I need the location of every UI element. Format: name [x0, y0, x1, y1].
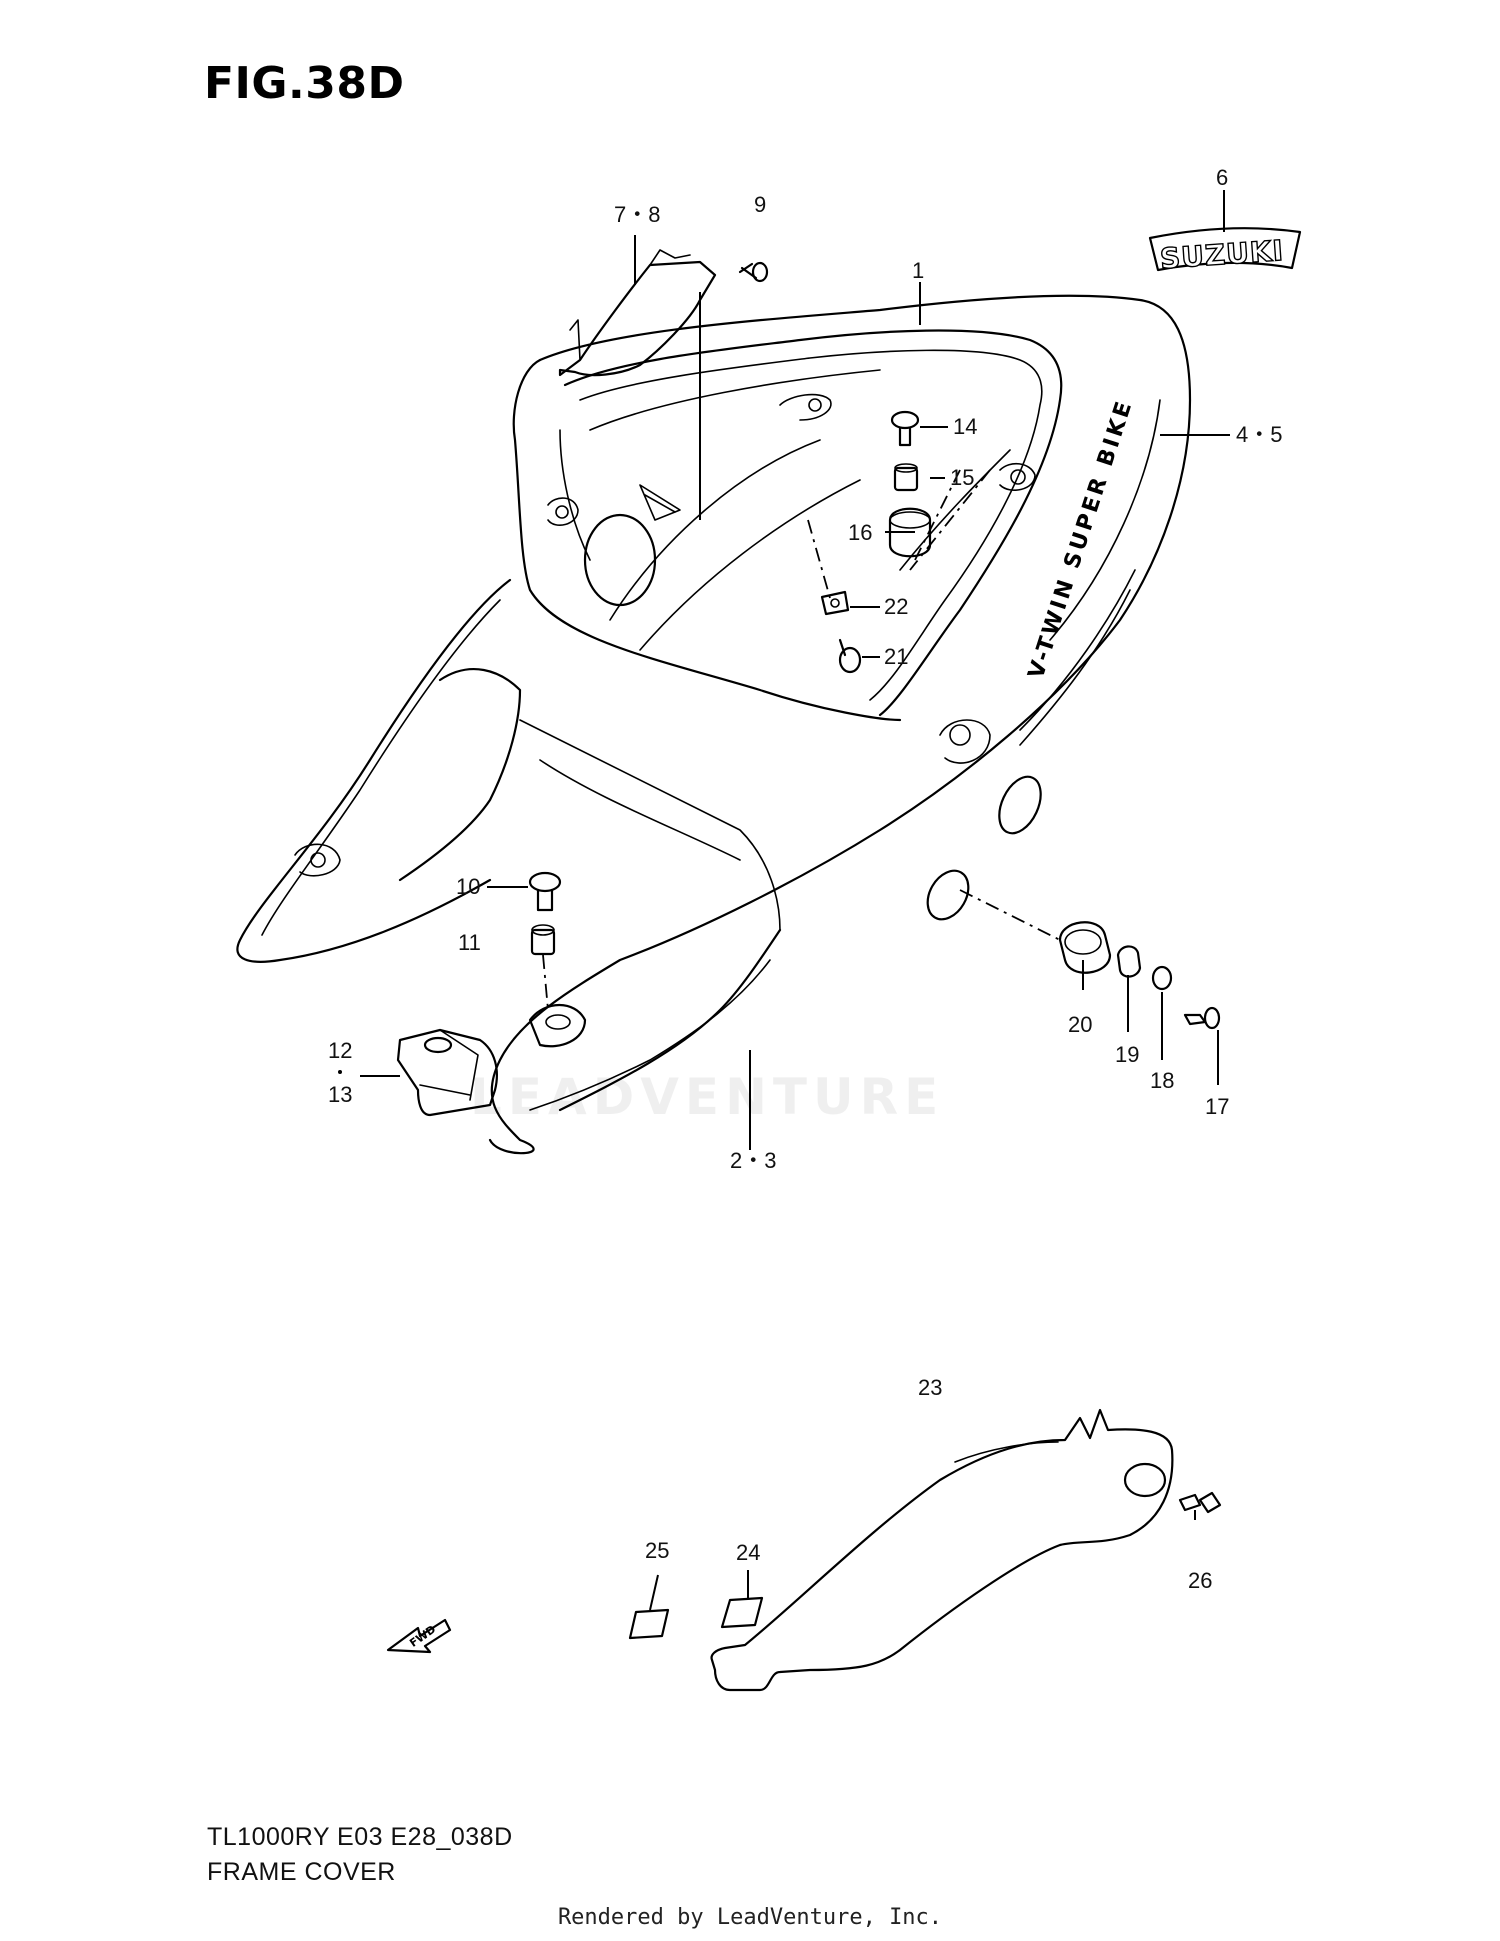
callout-15: 15: [950, 465, 974, 490]
callout-1: 1: [912, 258, 924, 283]
callout-9: 9: [754, 192, 766, 217]
callout-21: 21: [884, 644, 908, 669]
callout-13: 13: [328, 1082, 352, 1107]
clip-part-26[interactable]: [1178, 1491, 1222, 1514]
tail-cowl-part[interactable]: [236, 294, 1192, 1155]
washer-part-18[interactable]: [1151, 965, 1173, 991]
callout-6: 6: [1216, 165, 1228, 190]
callout-14: 14: [953, 414, 977, 439]
bracket-part-12-13[interactable]: [396, 1028, 498, 1117]
collar-part-15[interactable]: [893, 463, 919, 492]
pad-part-24[interactable]: [720, 1596, 764, 1629]
fwd-label: FWD: [407, 1623, 438, 1650]
screw-part-9[interactable]: [738, 261, 769, 283]
callout-7-8: 7・8: [614, 202, 660, 227]
callout-22: 22: [884, 594, 908, 619]
figure-title: FIG.38D: [204, 58, 405, 109]
callout-26: 26: [1188, 1568, 1212, 1593]
callout-10: 10: [456, 874, 480, 899]
screw-part-10[interactable]: [528, 871, 562, 912]
collar-part-11[interactable]: [530, 924, 556, 956]
callout-17: 17: [1205, 1094, 1229, 1119]
dash-leader-15: [909, 469, 991, 571]
callout-18: 18: [1150, 1068, 1174, 1093]
screw-part-21[interactable]: [838, 638, 862, 674]
bracket-part-7-8[interactable]: [558, 249, 717, 377]
watermark: LEADVENTURE: [470, 1068, 945, 1126]
grommet-part-20[interactable]: [1058, 921, 1112, 974]
dash-leader-16: [914, 469, 961, 561]
pad-part-25[interactable]: [628, 1608, 670, 1640]
emblem-text: SUZUKI: [1159, 234, 1285, 276]
bolt-part-17[interactable]: [1183, 1006, 1221, 1030]
callout-23: 23: [918, 1375, 942, 1400]
dash-leader-22: [807, 519, 831, 599]
suzuki-emblem-part[interactable]: SUZUKI: [1148, 227, 1302, 276]
footer-section-name: FRAME COVER: [207, 1858, 396, 1886]
callout-12: 12: [328, 1038, 352, 1063]
callout-2-3: 2・3: [730, 1148, 776, 1173]
fwd-direction-arrow: FWD: [386, 1618, 452, 1654]
callout-4-5: 4・5: [1236, 422, 1282, 447]
side-decal: V-TWIN SUPER BIKE: [1024, 396, 1138, 682]
collar-part-19[interactable]: [1116, 945, 1142, 978]
leader-lines: [360, 190, 1230, 1611]
footer-model-code: TL1000RY E03 E28_038D: [207, 1823, 513, 1851]
side-cover-part-23[interactable]: [710, 1408, 1174, 1692]
screw-part-14[interactable]: [890, 410, 920, 447]
nut-part-22[interactable]: [820, 590, 850, 616]
dash-leader-20: [959, 889, 1061, 941]
dash-leader-11: [542, 954, 549, 1011]
callout-dot-12-13: [338, 1070, 342, 1074]
callout-25: 25: [645, 1538, 669, 1563]
callout-16: 16: [848, 520, 872, 545]
render-credit: Rendered by LeadVenture, Inc.: [557, 1905, 943, 1930]
callout-20: 20: [1068, 1012, 1092, 1037]
callout-11: 11: [458, 930, 481, 955]
callout-19: 19: [1115, 1042, 1139, 1067]
callout-24: 24: [736, 1540, 760, 1565]
